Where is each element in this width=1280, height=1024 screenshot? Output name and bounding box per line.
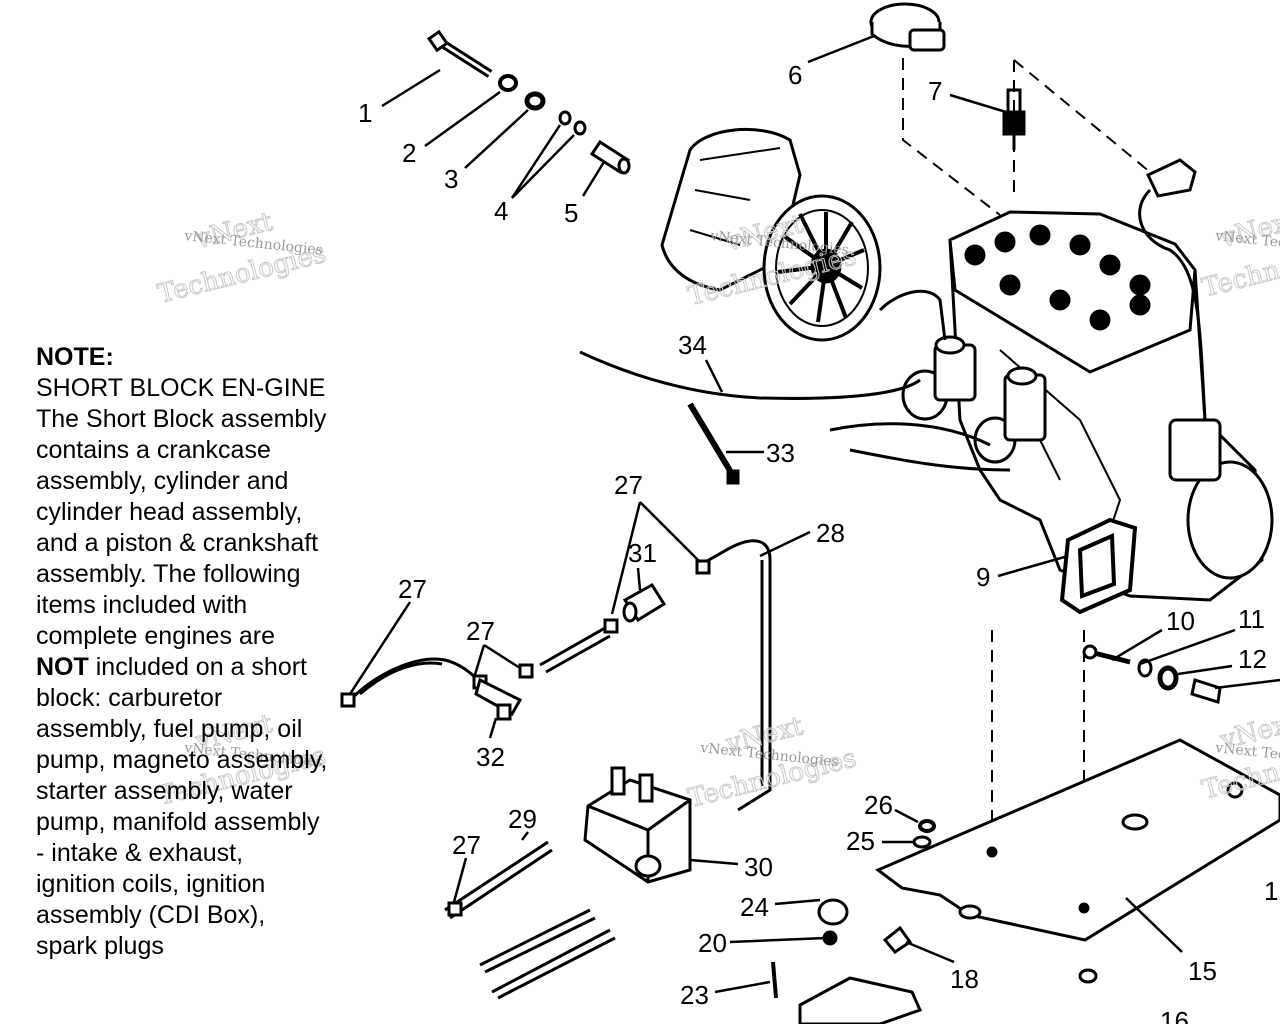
callout-2: 2 <box>402 138 416 168</box>
mount-part-18 <box>882 925 913 954</box>
engine-plate-part-15 <box>875 738 1280 942</box>
note-body-continued: included on a short block: carburetor as… <box>36 653 328 960</box>
reed-block-part-9 <box>1059 517 1138 615</box>
callout-12-lower: 12 <box>1264 876 1280 906</box>
callout-10: 10 <box>1166 606 1195 636</box>
assembly-guide-lines <box>902 58 1151 910</box>
note-body: The Short Block assembly contains a cran… <box>36 405 327 650</box>
callout-34: 34 <box>678 330 707 360</box>
callout-27-left: 27 <box>398 574 427 604</box>
bracket <box>798 976 923 1024</box>
callout-11: 11 <box>1238 604 1265 634</box>
callout-27-bottom: 27 <box>452 830 481 860</box>
tee-fitting-part-32 <box>474 677 523 721</box>
callout-26: 26 <box>864 790 893 820</box>
callout-25: 25 <box>846 826 875 856</box>
bolt-part-10 <box>1082 644 1131 665</box>
bolt-part-23 <box>771 961 778 999</box>
callout-28: 28 <box>816 518 845 548</box>
callout-7: 7 <box>928 76 942 106</box>
callout-33: 33 <box>766 438 795 468</box>
callout-23: 23 <box>680 980 709 1010</box>
callout-27-mid: 27 <box>466 616 495 646</box>
bumper-part-24 <box>817 898 849 926</box>
washer-part-25 <box>912 835 932 849</box>
hose-clamps-part-27 <box>340 559 711 917</box>
spacer-part-5 <box>589 139 631 175</box>
nut-part-26 <box>918 819 936 833</box>
callout-4: 4 <box>494 196 508 226</box>
carburetor-right <box>973 366 1047 464</box>
spacer-part-13 <box>1190 678 1222 704</box>
callout-24: 24 <box>740 892 769 922</box>
short-block-note: NOTE: SHORT BLOCK EN-GINE The Short Bloc… <box>36 342 328 962</box>
callout-1: 1 <box>358 98 372 128</box>
fuel-pump-part-30 <box>583 766 692 884</box>
callout-leader-lines <box>348 34 1280 994</box>
ignition-wire <box>1138 188 1207 421</box>
washer-part-2 <box>498 74 518 92</box>
callout-16: 16 <box>1160 1006 1189 1024</box>
callout-3: 3 <box>444 164 458 194</box>
callout-29: 29 <box>508 804 537 834</box>
washer-part-4a <box>558 110 572 126</box>
nut-part-12 <box>1157 665 1179 691</box>
bolt-part-33 <box>687 402 740 485</box>
callout-30: 30 <box>744 852 773 882</box>
note-emphasis: NOT <box>36 653 89 681</box>
note-title: SHORT BLOCK EN-GINE <box>36 374 326 402</box>
nut-part-16 <box>1078 968 1098 984</box>
callout-32: 32 <box>476 742 505 772</box>
callout-labels: 1 2 3 4 5 6 7 9 10 11 12 12 15 16 18 20 … <box>358 60 1280 1024</box>
bolt-part-1 <box>426 29 493 78</box>
washer-part-4b <box>573 120 587 136</box>
fuel-lines <box>348 539 772 1000</box>
callout-18: 18 <box>950 964 979 994</box>
callout-27-top: 27 <box>614 470 643 500</box>
callout-12: 12 <box>1238 644 1267 674</box>
callout-20: 20 <box>698 928 727 958</box>
recoil-starter-assembly <box>660 127 882 342</box>
callout-6: 6 <box>788 60 802 90</box>
fuel-filter-part-31 <box>622 583 667 623</box>
callout-5: 5 <box>564 198 578 228</box>
callout-15: 15 <box>1188 956 1217 986</box>
washer-part-3 <box>524 91 546 111</box>
ignition-wire-cap <box>1145 158 1197 198</box>
note-heading: NOTE: <box>36 343 114 371</box>
callout-31: 31 <box>628 538 657 568</box>
cap-part-6 <box>869 2 946 52</box>
mount-hardware <box>771 819 1098 1024</box>
callout-9: 9 <box>976 562 990 592</box>
throttle-cables-part-34 <box>579 289 1011 472</box>
